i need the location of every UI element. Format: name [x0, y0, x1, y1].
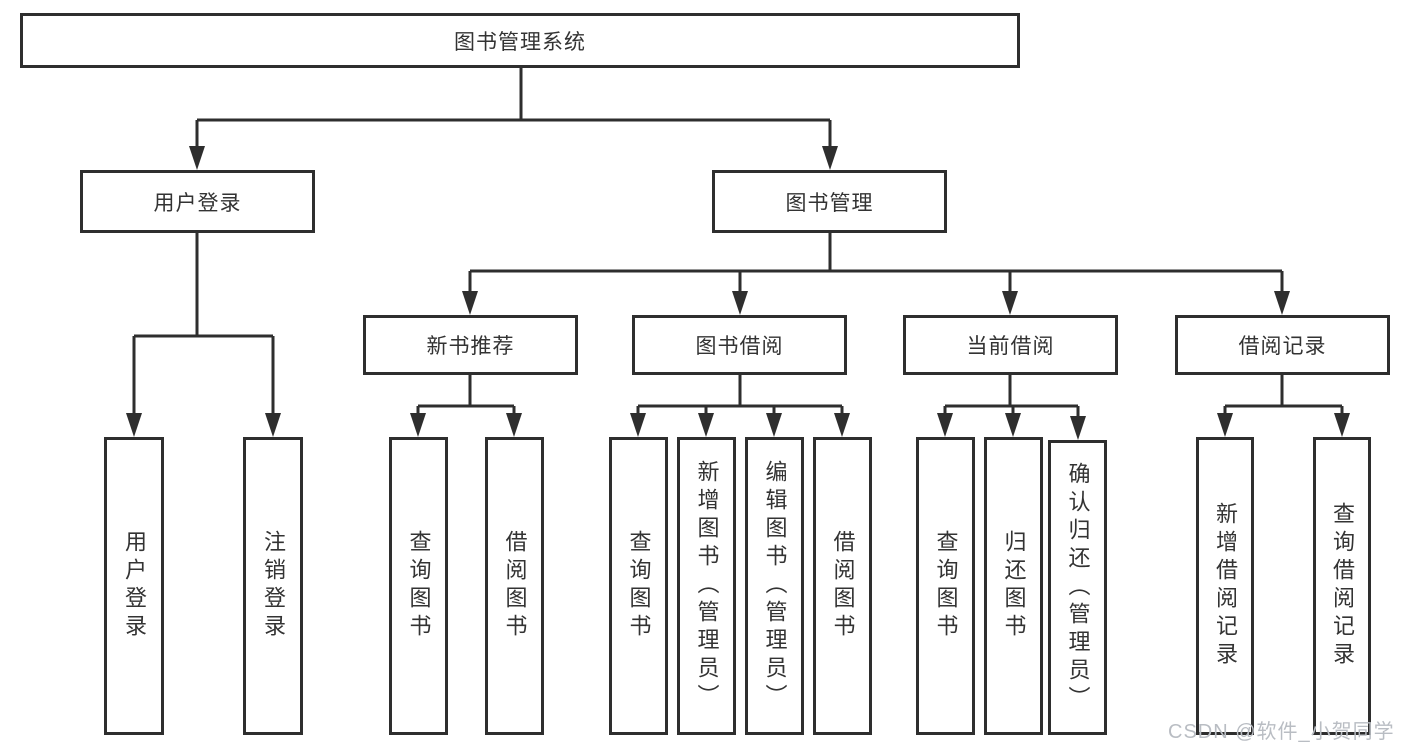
leaf-br-add-record: 新增借阅记录	[1196, 437, 1254, 735]
connector-current-borrow-children	[937, 375, 1086, 440]
connector-root-to-level2	[189, 68, 838, 170]
connector-book-management-children	[462, 233, 1290, 315]
leaf-user-login: 用户登录	[104, 437, 164, 735]
node-new-book-recommend: 新书推荐	[363, 315, 578, 375]
node-book-management: 图书管理	[712, 170, 947, 233]
leaf-bb-query-books: 查询图书	[609, 437, 668, 735]
leaf-rec-query-books: 查询图书	[389, 437, 448, 735]
node-user-login: 用户登录	[80, 170, 315, 233]
connector-new-book-recommend-children	[410, 375, 522, 437]
node-book-borrow: 图书借阅	[632, 315, 847, 375]
leaf-bb-edit-books: 编辑图书（管理员）	[745, 437, 804, 735]
leaf-br-query-record: 查询借阅记录	[1313, 437, 1371, 735]
connector-book-borrow-children	[630, 375, 850, 437]
leaf-bb-borrow-books: 借阅图书	[813, 437, 872, 735]
leaf-bb-add-books: 新增图书（管理员）	[677, 437, 736, 735]
leaf-cb-confirm-return: 确认归还（管理员）	[1048, 440, 1107, 735]
node-current-borrow: 当前借阅	[903, 315, 1118, 375]
leaf-logout: 注销登录	[243, 437, 303, 735]
csdn-watermark: CSDN @软件_小贺同学	[1168, 721, 1395, 743]
node-borrow-records: 借阅记录	[1175, 315, 1390, 375]
connector-user-login-children	[126, 233, 281, 437]
leaf-cb-query-books: 查询图书	[916, 437, 975, 735]
leaf-rec-borrow-books: 借阅图书	[485, 437, 544, 735]
leaf-cb-return-books: 归还图书	[984, 437, 1043, 735]
connector-borrow-records-children	[1217, 375, 1350, 437]
node-root: 图书管理系统	[20, 13, 1020, 68]
